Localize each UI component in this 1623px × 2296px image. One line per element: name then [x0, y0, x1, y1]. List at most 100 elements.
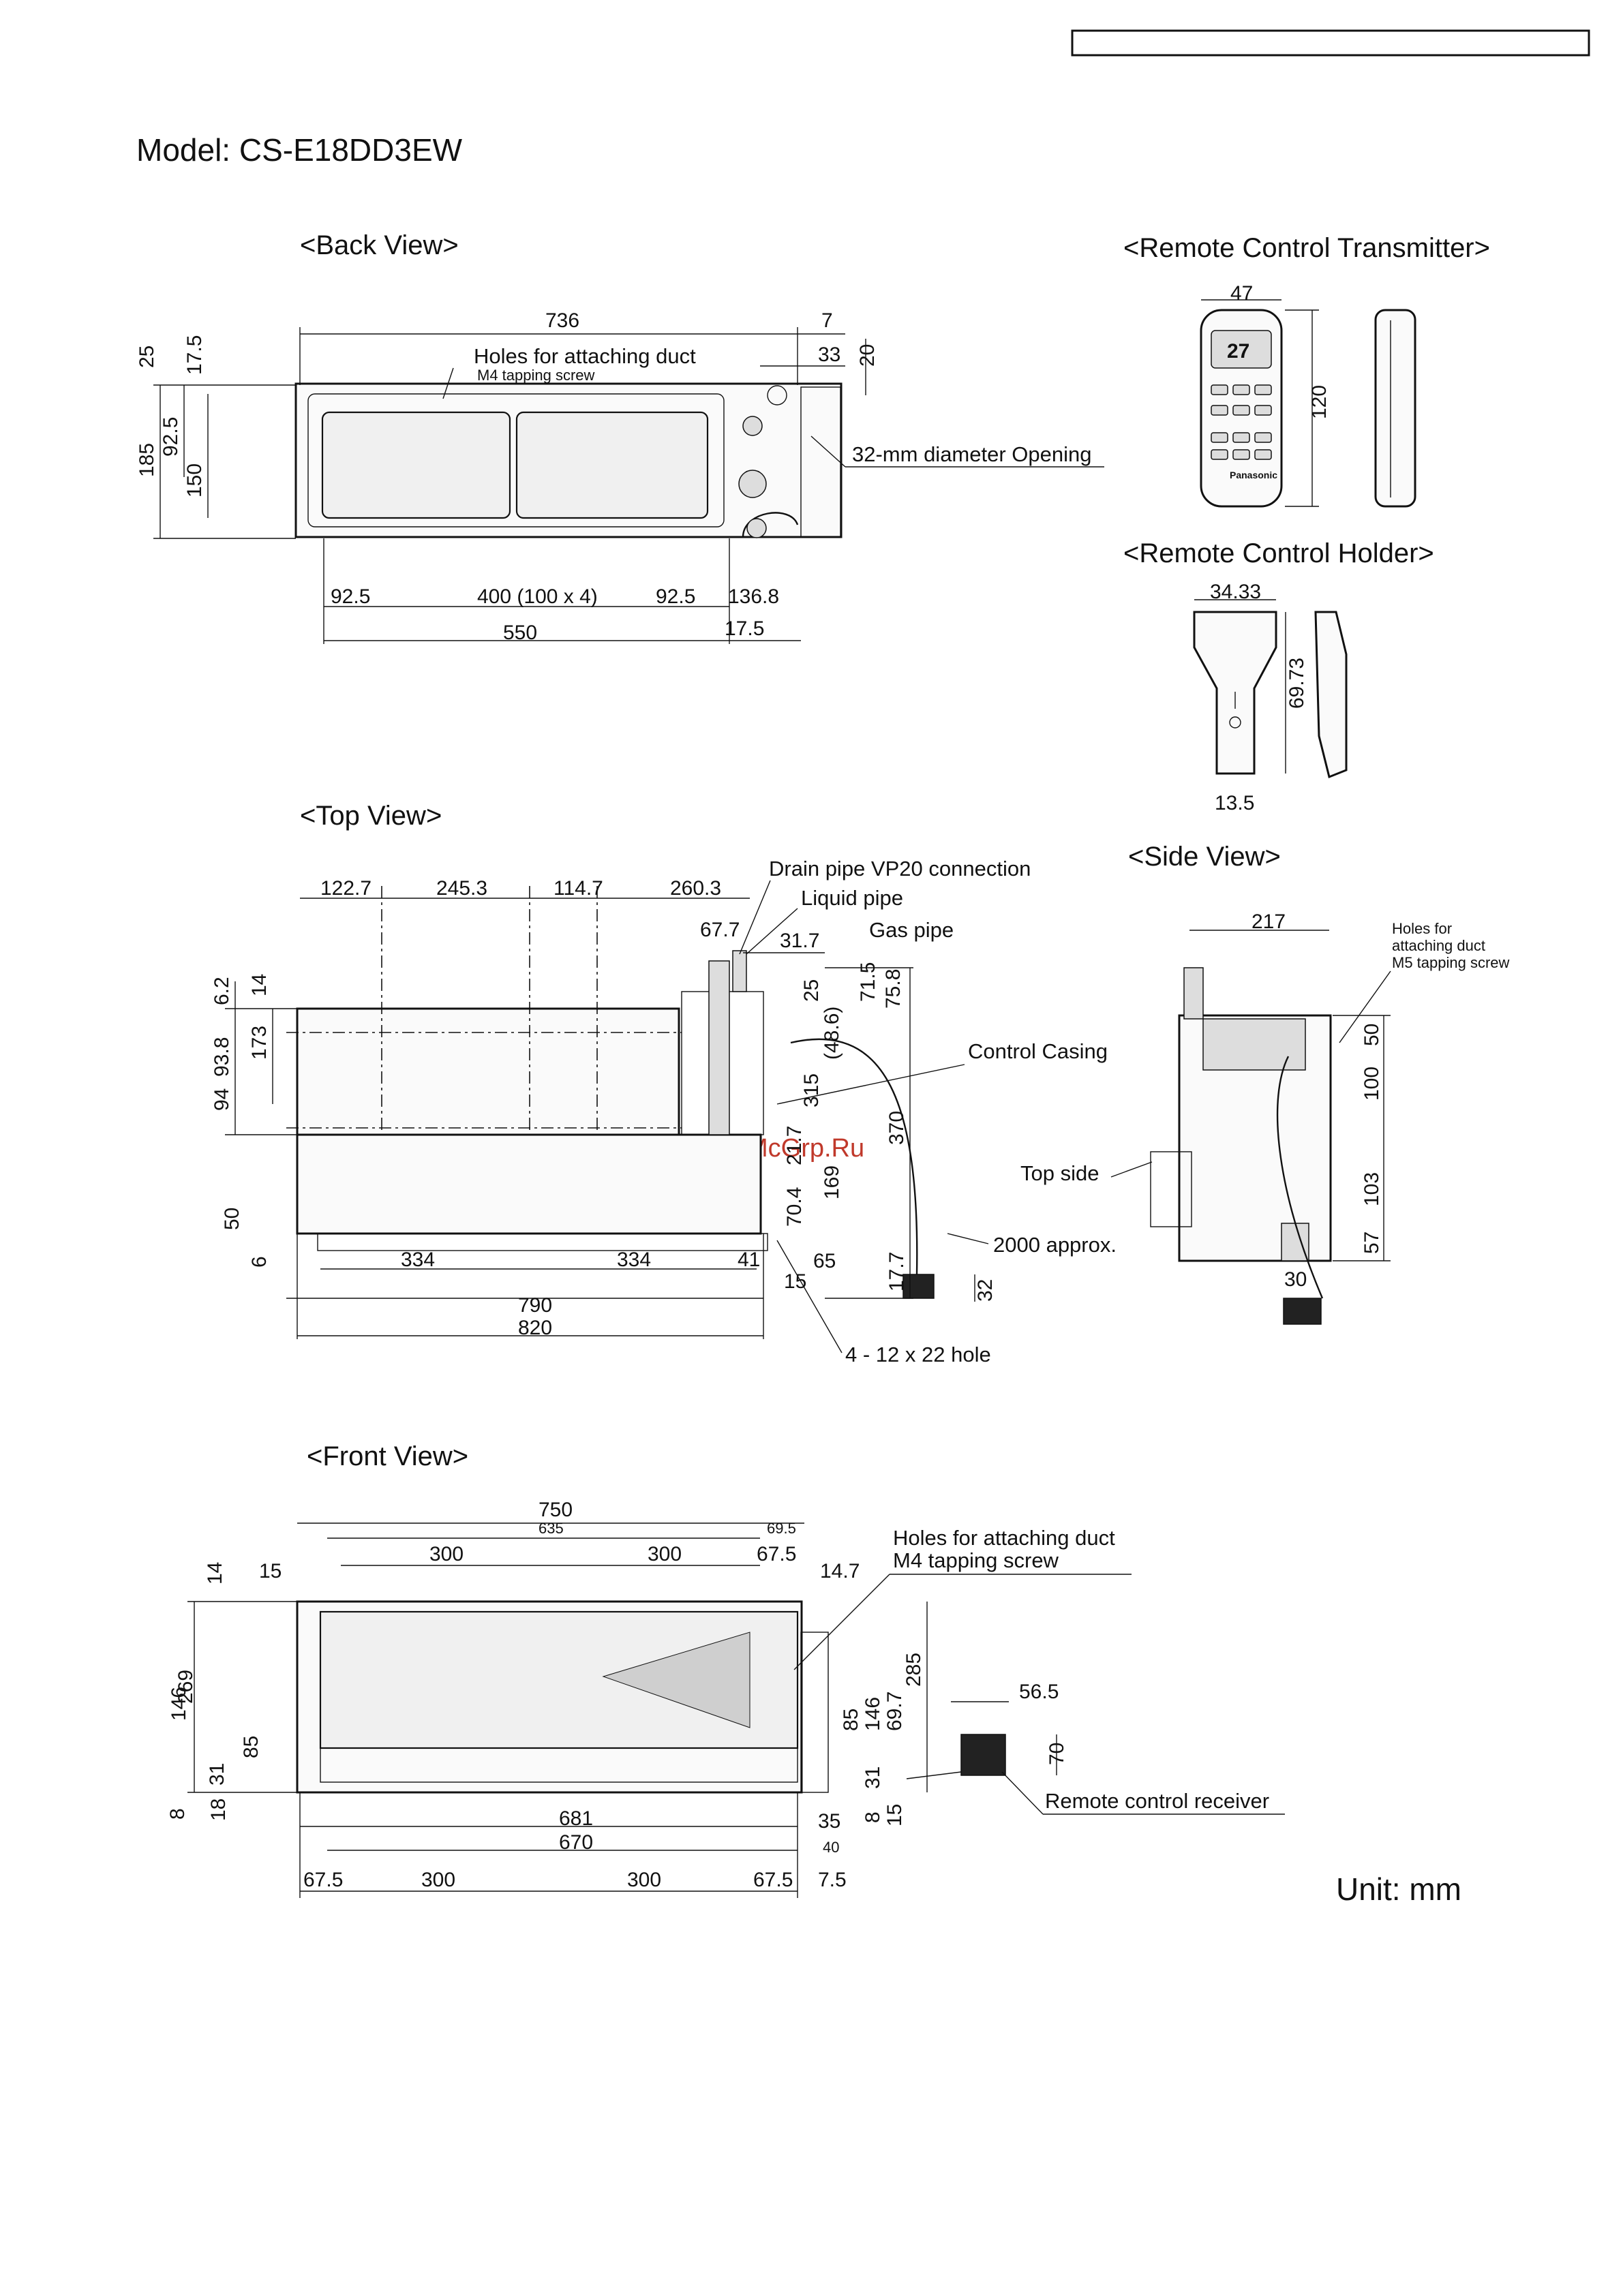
remote-control-receiver — [960, 1734, 1006, 1776]
dim-back-1368: 136.8 — [728, 585, 779, 608]
dim-top-1147: 114.7 — [553, 877, 603, 900]
front-view-side-panel — [800, 1632, 829, 1793]
dim-back-175: 17.5 — [183, 335, 206, 375]
dim-front-8: 8 — [166, 1808, 189, 1820]
dim-front-750: 750 — [539, 1499, 573, 1521]
remote-button-12 — [1254, 449, 1272, 460]
dim-back-185: 185 — [136, 443, 158, 477]
dim-front-300d: 300 — [627, 1869, 661, 1891]
label-side-screw: M5 tapping screw — [1392, 954, 1510, 971]
dim-back-7: 7 — [821, 309, 833, 332]
front-view: <Front View> 750 635 69.5 300 300 67.5 1… — [166, 1441, 1285, 1898]
dim-front-146r: 146 — [862, 1697, 884, 1731]
dim-front-85r: 85 — [840, 1709, 862, 1731]
dim-front-285: 285 — [902, 1653, 925, 1687]
remote-holder: <Remote Control Holder> 34.33 69.73 13.5 — [1123, 538, 1434, 814]
dim-top-2603: 260.3 — [670, 877, 721, 900]
dim-side-30: 30 — [1284, 1268, 1307, 1291]
dim-side-100: 100 — [1361, 1067, 1383, 1101]
dim-top-2453: 245.3 — [436, 877, 487, 900]
remote-button-5 — [1232, 405, 1250, 416]
dim-front-14: 14 — [204, 1562, 226, 1585]
label-side-holes: Holes for — [1392, 920, 1452, 937]
label-front-holes: Holes for attaching duct — [893, 1526, 1115, 1550]
dim-top-938: 93.8 — [211, 1037, 233, 1077]
dim-front-8r: 8 — [862, 1811, 884, 1823]
dim-top-790: 790 — [518, 1294, 552, 1317]
remote-button-10 — [1211, 449, 1228, 460]
label-cable-length: 2000 approx. — [993, 1233, 1117, 1257]
dim-front-300a: 300 — [429, 1543, 464, 1565]
side-view-motor — [1202, 1018, 1306, 1071]
remote-display-temp: 27 — [1227, 340, 1249, 363]
dim-front-31r: 31 — [862, 1766, 884, 1789]
dim-top-317: 31.7 — [780, 930, 819, 952]
dim-side-57: 57 — [1361, 1231, 1383, 1254]
remote-button-1 — [1211, 384, 1228, 395]
liquid-pipe — [732, 950, 747, 992]
dim-top-169: 169 — [821, 1165, 843, 1199]
dim-side-103: 103 — [1361, 1172, 1383, 1206]
dim-front-670: 670 — [559, 1831, 593, 1854]
back-view-duct-frame — [307, 393, 725, 527]
dim-top-315: 315 — [800, 1073, 823, 1107]
remote-button-9 — [1254, 432, 1272, 443]
dim-side-50: 50 — [1361, 1024, 1383, 1046]
dim-front-147: 14.7 — [820, 1560, 860, 1582]
remote-button-11 — [1232, 449, 1250, 460]
label-control-casing: Control Casing — [968, 1039, 1108, 1063]
watermark: McGrp.Ru — [746, 1134, 864, 1163]
dim-front-635: 635 — [539, 1520, 564, 1537]
dim-front-675: 67.5 — [757, 1543, 796, 1565]
dim-top-370: 370 — [885, 1111, 908, 1145]
label-gas-pipe: Gas pipe — [869, 918, 954, 942]
dim-front-15r: 15 — [883, 1804, 906, 1826]
dim-front-697: 69.7 — [883, 1692, 906, 1731]
remote-button-2 — [1232, 384, 1250, 395]
label-mounting-holes: 4 - 12 x 22 hole — [845, 1343, 991, 1366]
dim-top-820: 820 — [518, 1317, 552, 1339]
model-title: Model: CS-E18DD3EW — [136, 132, 463, 168]
front-view-title: <Front View> — [307, 1441, 468, 1471]
dim-front-75: 7.5 — [818, 1869, 847, 1891]
side-view-cable — [1276, 1056, 1324, 1299]
label-back-holes: Holes for attaching duct — [474, 344, 696, 368]
side-view-title: <Side View> — [1128, 842, 1281, 872]
dim-top-177: 17.7 — [885, 1252, 908, 1291]
remote-transmitter: <Remote Control Transmitter> 27 Panasoni… — [1123, 233, 1490, 508]
dim-front-18: 18 — [207, 1798, 230, 1821]
dim-front-565: 56.5 — [1019, 1681, 1059, 1703]
dim-back-925: 92.5 — [160, 417, 182, 457]
top-view-title: <Top View> — [300, 801, 442, 831]
drain-port — [746, 518, 767, 538]
label-drain-pipe: Drain pipe VP20 connection — [769, 857, 1031, 881]
dim-top-62: 6.2 — [211, 977, 233, 1005]
back-view-panel-right — [515, 411, 709, 519]
dim-top-32: 32 — [974, 1279, 997, 1302]
side-view-pipe-stub — [1183, 967, 1204, 1020]
dim-top-334a: 334 — [401, 1249, 435, 1271]
dim-back-550: 550 — [503, 622, 537, 644]
header-box — [1071, 29, 1590, 57]
remote-button-8 — [1232, 432, 1250, 443]
pipe-port-upper — [742, 416, 763, 436]
dim-front-85: 85 — [240, 1736, 262, 1758]
remote-brand: Panasonic — [1230, 470, 1277, 480]
dim-top-15: 15 — [784, 1270, 806, 1293]
remote-holder-title: <Remote Control Holder> — [1123, 538, 1434, 568]
dim-top-677: 67.7 — [700, 919, 740, 941]
dim-top-758: 75.8 — [882, 969, 905, 1009]
side-view-receiver — [1283, 1298, 1322, 1325]
dim-top-715: 71.5 — [857, 962, 879, 1002]
remote-display — [1211, 330, 1272, 369]
dim-back-150: 150 — [183, 463, 206, 498]
dim-top-486: (48.6) — [821, 1007, 843, 1060]
dim-top-173: 173 — [248, 1026, 271, 1060]
dim-top-1227: 122.7 — [320, 877, 371, 900]
drain-outlet — [742, 512, 799, 538]
label-remote-receiver: Remote control receiver — [1045, 1789, 1269, 1813]
dim-remote-120: 120 — [1308, 385, 1331, 419]
label-side-holes2: attaching duct — [1392, 937, 1485, 954]
remote-button-4 — [1211, 405, 1228, 416]
dim-top-6: 6 — [248, 1256, 271, 1268]
